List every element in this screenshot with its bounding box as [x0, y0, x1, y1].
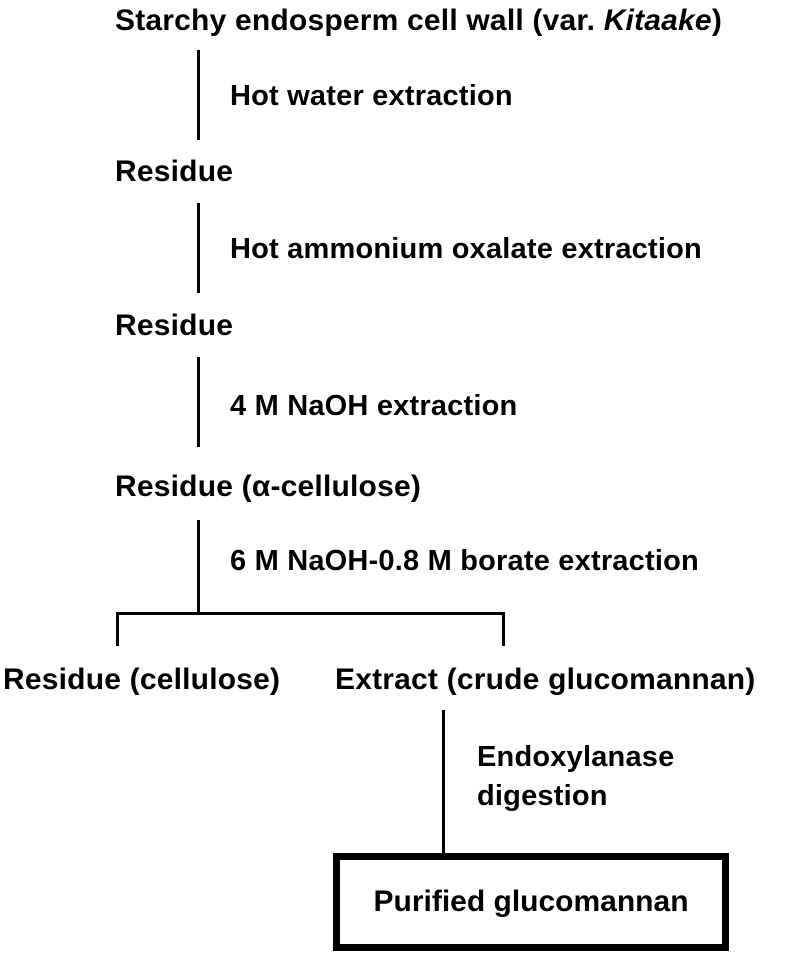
- final-product-label: Purified glucomannan: [373, 885, 689, 918]
- start-node: Starchy endosperm cell wall (var. Kitaak…: [115, 4, 722, 38]
- variety-name: Kitaake: [603, 4, 712, 37]
- connector-line-1: [197, 50, 200, 140]
- residue-node-alpha-cellulose: Residue (α-cellulose): [115, 470, 422, 503]
- connector-line-2: [197, 203, 200, 293]
- connector-line-5: [442, 710, 445, 855]
- step-4m-naoh: 4 M NaOH extraction: [230, 390, 518, 422]
- step-endoxylanase-line2: digestion: [477, 780, 608, 812]
- connector-line-3: [197, 357, 200, 447]
- connector-line-4: [197, 520, 200, 615]
- residue-node-2: Residue: [115, 309, 234, 342]
- residue-cellulose-node: Residue (cellulose): [3, 663, 281, 696]
- branch-left-drop: [116, 612, 119, 646]
- step-hot-water: Hot water extraction: [230, 80, 513, 112]
- branch-line: [116, 612, 505, 615]
- residue-node-1: Residue: [115, 155, 234, 188]
- final-product-box: Purified glucomannan: [333, 853, 729, 951]
- step-ammonium-oxalate: Hot ammonium oxalate extraction: [230, 233, 702, 265]
- start-node-text: Starchy endosperm cell wall (var.: [115, 4, 604, 37]
- extract-node: Extract (crude glucomannan): [335, 663, 756, 696]
- start-node-close: ): [711, 4, 723, 37]
- step-6m-naoh-borate: 6 M NaOH-0.8 M borate extraction: [230, 545, 699, 577]
- branch-right-drop: [502, 612, 505, 646]
- step-endoxylanase-line1: Endoxylanase: [477, 741, 675, 773]
